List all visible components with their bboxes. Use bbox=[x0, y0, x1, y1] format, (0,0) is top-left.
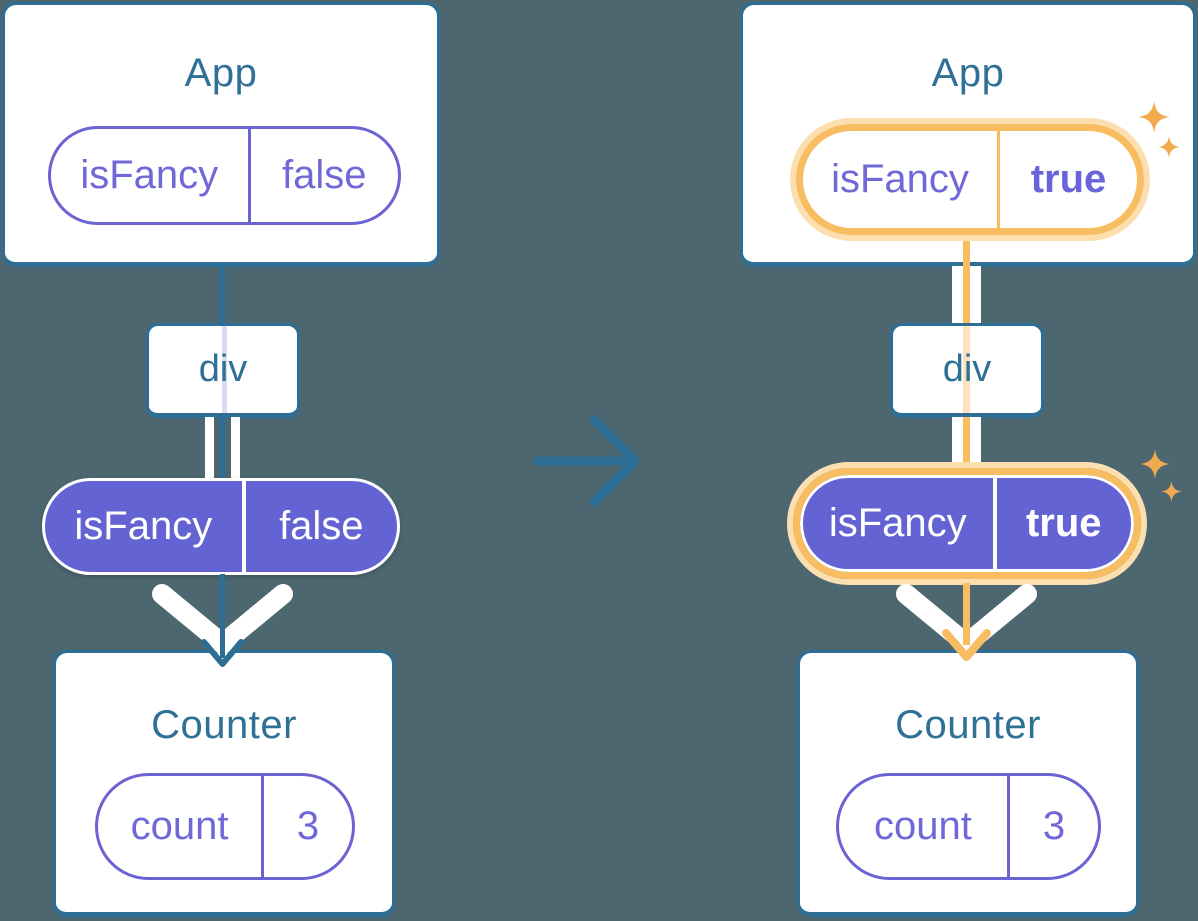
state-value: 3 bbox=[1042, 804, 1066, 848]
before-app-div-connector bbox=[220, 266, 225, 324]
after-app-state-pill-highlight: isFancy true bbox=[790, 118, 1150, 241]
before-arrow-shaft-over bbox=[220, 600, 225, 658]
sparkle-icon bbox=[1161, 481, 1182, 502]
before-counter-card: Counter count 3 bbox=[53, 650, 395, 917]
after-counter-title: Counter bbox=[895, 703, 1041, 747]
after-state-line bbox=[963, 417, 970, 479]
before-prop-pipe-right bbox=[231, 417, 240, 479]
state-name: count bbox=[839, 776, 1010, 877]
prop-name: isFancy bbox=[45, 481, 246, 572]
before-div-passthrough-line bbox=[222, 326, 227, 413]
prop-name: isFancy bbox=[803, 478, 997, 569]
state-name: isFancy bbox=[51, 129, 251, 222]
after-prop-pipe-right bbox=[970, 417, 981, 479]
after-app-state-pill: isFancy true bbox=[796, 124, 1144, 235]
sparkle-icon bbox=[1138, 101, 1170, 133]
before-app-card: App isFancy false bbox=[2, 2, 440, 267]
state-name: isFancy bbox=[803, 131, 1001, 228]
after-div-passthrough-line bbox=[963, 326, 970, 413]
after-app-title: App bbox=[931, 51, 1005, 95]
before-counter-state-pill: count 3 bbox=[95, 773, 355, 880]
before-prop-pill: isFancy false bbox=[42, 478, 400, 575]
after-prop-pill-ring: isFancy true bbox=[793, 468, 1141, 579]
after-prop-pill: isFancy true bbox=[800, 475, 1134, 572]
after-prop-pill-highlight: isFancy true bbox=[787, 462, 1147, 585]
before-app-state-pill: isFancy false bbox=[48, 126, 401, 225]
after-prop-pipe-right bbox=[970, 266, 981, 324]
after-prop-pipe-left bbox=[952, 266, 963, 324]
before-arrowhead-icon bbox=[201, 639, 244, 667]
transition-arrow-icon bbox=[533, 415, 640, 507]
before-div-label: div bbox=[198, 348, 248, 390]
after-div-label: div bbox=[942, 348, 992, 390]
before-app-title: App bbox=[184, 51, 258, 95]
state-name: count bbox=[98, 776, 265, 877]
before-state-line bbox=[220, 417, 225, 479]
before-div-box: div bbox=[146, 323, 300, 418]
before-counter-title: Counter bbox=[151, 703, 297, 747]
state-value: true bbox=[1030, 157, 1107, 201]
sparkle-icon bbox=[1158, 136, 1180, 158]
after-state-line-in-card bbox=[963, 230, 970, 267]
prop-value: false bbox=[279, 504, 364, 548]
prop-value: true bbox=[1025, 501, 1102, 545]
after-app-card: App isFancy true bbox=[740, 2, 1196, 267]
after-arrow-shaft bbox=[963, 583, 970, 645]
after-arrowhead-icon bbox=[942, 629, 991, 661]
before-prop-pipe-left bbox=[205, 417, 214, 479]
state-value: 3 bbox=[296, 804, 320, 848]
sparkle-icon bbox=[1140, 449, 1170, 479]
after-div-box: div bbox=[890, 323, 1044, 418]
after-prop-pipe-left bbox=[952, 417, 963, 479]
state-value: false bbox=[282, 153, 367, 197]
after-counter-state-pill: count 3 bbox=[836, 773, 1101, 880]
after-counter-card: Counter count 3 bbox=[797, 650, 1139, 917]
after-state-line bbox=[963, 266, 970, 324]
